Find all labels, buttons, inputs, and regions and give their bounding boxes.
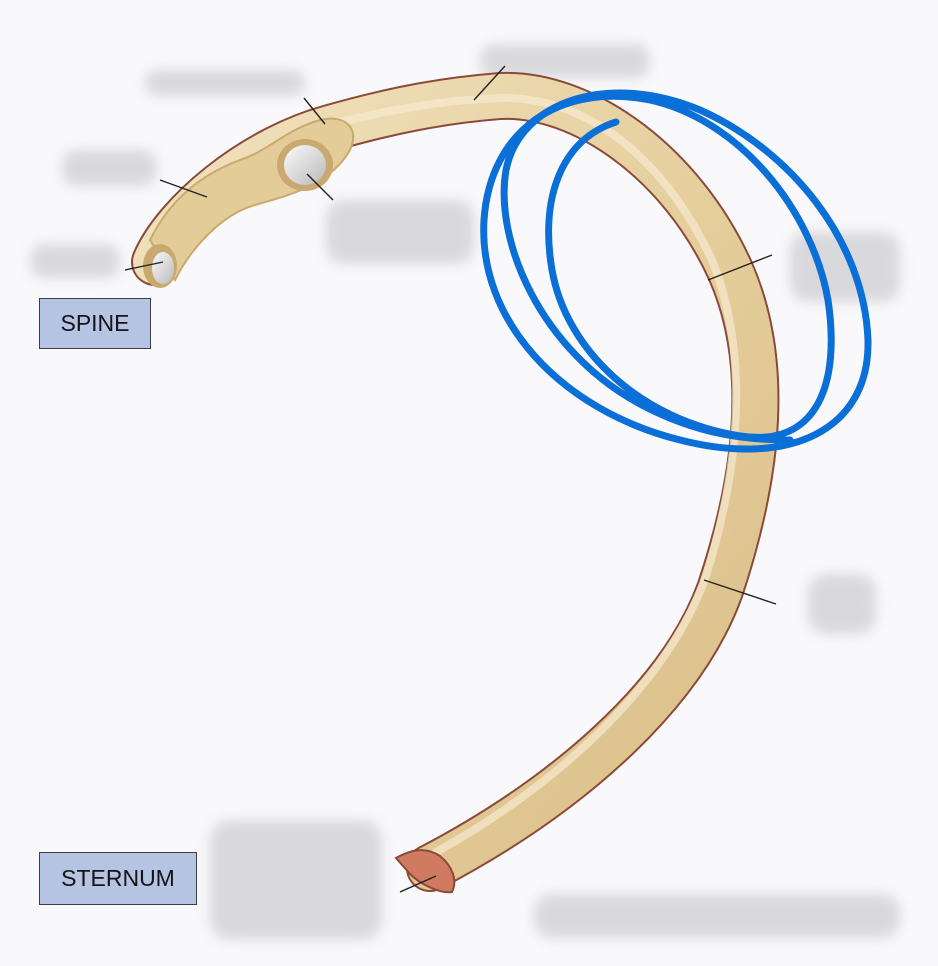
hidden-label-head: [30, 244, 120, 278]
leader-line: [399, 875, 437, 893]
hidden-labels: [30, 44, 900, 940]
hidden-label-angle: [790, 232, 900, 302]
tubercle-facet-inner: [284, 145, 326, 185]
rib-head-facet-inner: [152, 252, 174, 284]
leader-line: [703, 579, 777, 605]
leader-line: [159, 179, 208, 198]
hidden-label-facets: [326, 200, 474, 264]
leader-line: [707, 254, 773, 281]
rib-bone: [131, 71, 780, 894]
hidden-label-costal-bottom: [534, 894, 900, 938]
hidden-label-tubercle: [145, 70, 305, 96]
hidden-label-shaft: [808, 574, 876, 634]
sternal-end: [394, 849, 456, 894]
sternum-label: STERNUM: [39, 852, 197, 905]
hidden-label-costal-left: [210, 820, 382, 940]
hidden-label-angle-top: [480, 44, 650, 78]
leader-line: [473, 65, 506, 101]
leader-line: [306, 173, 334, 201]
leader-lines: [124, 65, 777, 893]
spine-label: SPINE: [39, 298, 151, 349]
leader-line: [303, 97, 326, 125]
annotation-loop: [480, 89, 872, 453]
leader-line: [124, 261, 164, 271]
hidden-label-neck: [62, 150, 157, 186]
